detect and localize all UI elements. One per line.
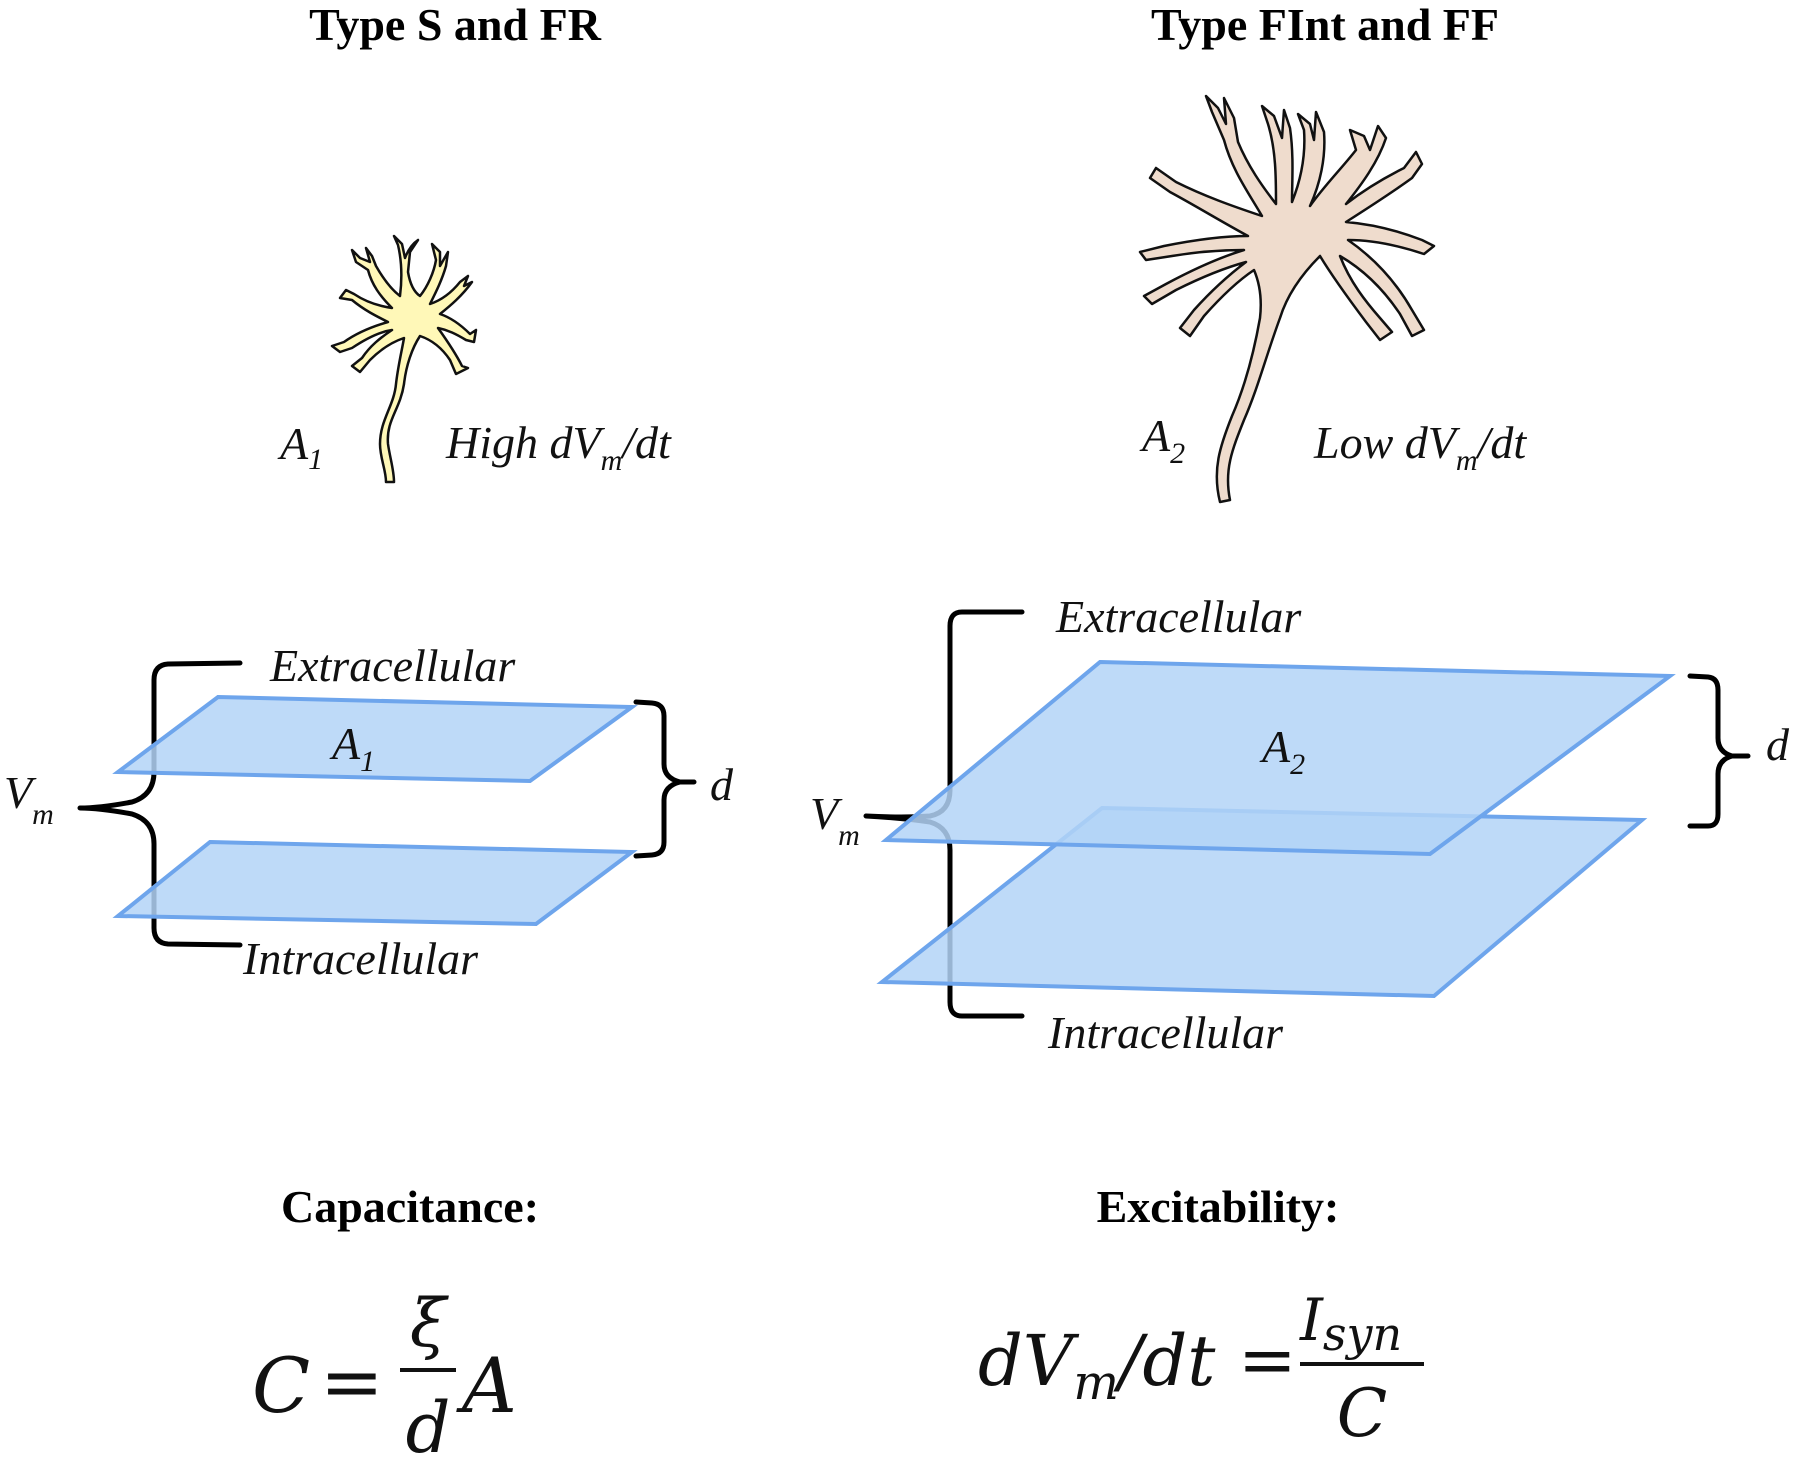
svg-text:A2: A2 bbox=[1139, 410, 1185, 470]
large-neuron-illustration bbox=[1138, 94, 1436, 504]
excitability-equation: dVm/dt = Isyn C bbox=[978, 1286, 1424, 1452]
svg-text:Vm: Vm bbox=[810, 788, 860, 852]
right-capacitor bbox=[863, 609, 1751, 1019]
left-plate-area-label: A1 bbox=[329, 718, 375, 778]
capacitance-heading: Capacitance: bbox=[281, 1181, 539, 1232]
excitability-denominator: C bbox=[1337, 1375, 1388, 1452]
svg-text:Vm: Vm bbox=[4, 767, 54, 831]
svg-text:A2: A2 bbox=[1259, 721, 1305, 781]
excitability-heading: Excitability: bbox=[1097, 1181, 1340, 1232]
left-capacitor bbox=[77, 660, 697, 948]
left-vm-brace bbox=[77, 660, 243, 948]
right-d-brace bbox=[1687, 673, 1751, 829]
capacitance-equals: = bbox=[320, 1337, 384, 1426]
excitability-lhs: dVm/dt bbox=[978, 1320, 1216, 1411]
right-extracellular-label: Extracellular bbox=[1055, 591, 1302, 642]
svg-text:High dVm/dt: High dVm/dt bbox=[445, 417, 672, 477]
left-panel-title: Type S and FR bbox=[309, 0, 602, 50]
left-membrane-plate-bottom bbox=[112, 839, 638, 927]
right-vm-label: Vm bbox=[810, 788, 860, 852]
left-area-label: A1 bbox=[277, 418, 323, 476]
right-panel-title: Type FInt and FF bbox=[1151, 0, 1499, 50]
capacitance-denominator: d bbox=[406, 1387, 451, 1462]
capacitance-factor: A bbox=[456, 1341, 517, 1430]
left-rate-label: High dVm/dt bbox=[445, 417, 672, 477]
capacitance-lhs: C bbox=[252, 1341, 310, 1430]
left-d-brace bbox=[633, 699, 697, 859]
right-membrane-plate-top bbox=[880, 659, 1676, 857]
right-rate-label: Low dVm/dt bbox=[1313, 417, 1527, 477]
excitability-numerator: Isyn bbox=[1299, 1286, 1402, 1361]
right-plate-area-label: A2 bbox=[1259, 721, 1305, 781]
left-intracellular-label: Intracellular bbox=[242, 933, 479, 984]
svg-text:A1: A1 bbox=[329, 718, 375, 778]
svg-text:Low dVm/dt: Low dVm/dt bbox=[1313, 417, 1527, 477]
left-membrane-plate-top bbox=[112, 694, 638, 784]
small-neuron-illustration bbox=[330, 234, 478, 484]
right-d-label: d bbox=[1766, 719, 1790, 770]
excitability-equals: = bbox=[1238, 1319, 1297, 1401]
right-area-label: A2 bbox=[1139, 410, 1185, 470]
right-intracellular-label: Intracellular bbox=[1047, 1007, 1284, 1058]
left-extracellular-label: Extracellular bbox=[269, 640, 516, 691]
right-vm-brace bbox=[863, 609, 1025, 1019]
left-vm-label: Vm bbox=[4, 767, 54, 831]
capacitance-equation: C = ξ d A bbox=[252, 1285, 517, 1462]
capacitance-numerator: ξ bbox=[410, 1285, 450, 1362]
left-d-label: d bbox=[710, 759, 734, 810]
svg-text:A1: A1 bbox=[277, 418, 323, 476]
